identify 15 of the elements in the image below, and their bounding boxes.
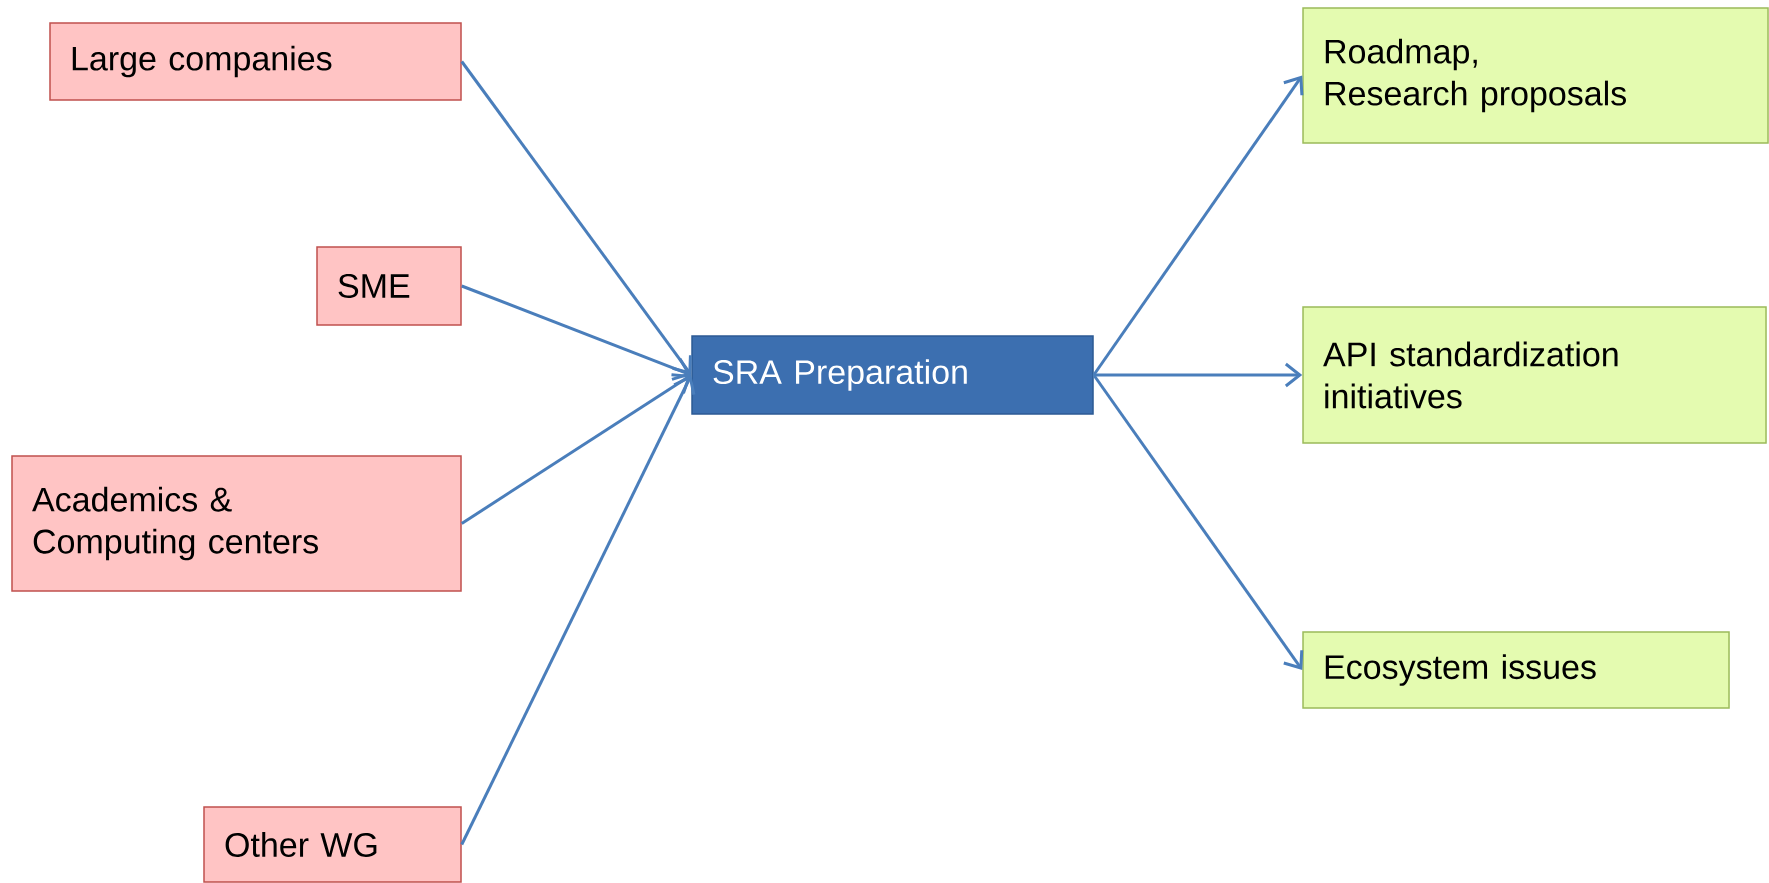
arrow: [460, 375, 696, 846]
output-box: Ecosystem issues: [1302, 631, 1730, 709]
input-box: SME: [316, 246, 462, 326]
arrow: [461, 284, 692, 381]
input-box: Academics & Computing centers: [11, 455, 462, 592]
process-box: SRA Preparation: [691, 335, 1094, 415]
input-box: Large companies: [49, 22, 462, 101]
input-box: Other WG: [203, 806, 462, 883]
arrow: [460, 60, 692, 375]
output-box: Roadmap, Research proposals: [1302, 7, 1769, 144]
output-box: API standardization initiatives: [1302, 306, 1767, 444]
arrow: [1092, 374, 1304, 670]
arrow: [1092, 75, 1304, 376]
arrow: [460, 373, 692, 525]
arrow: [1093, 362, 1303, 388]
